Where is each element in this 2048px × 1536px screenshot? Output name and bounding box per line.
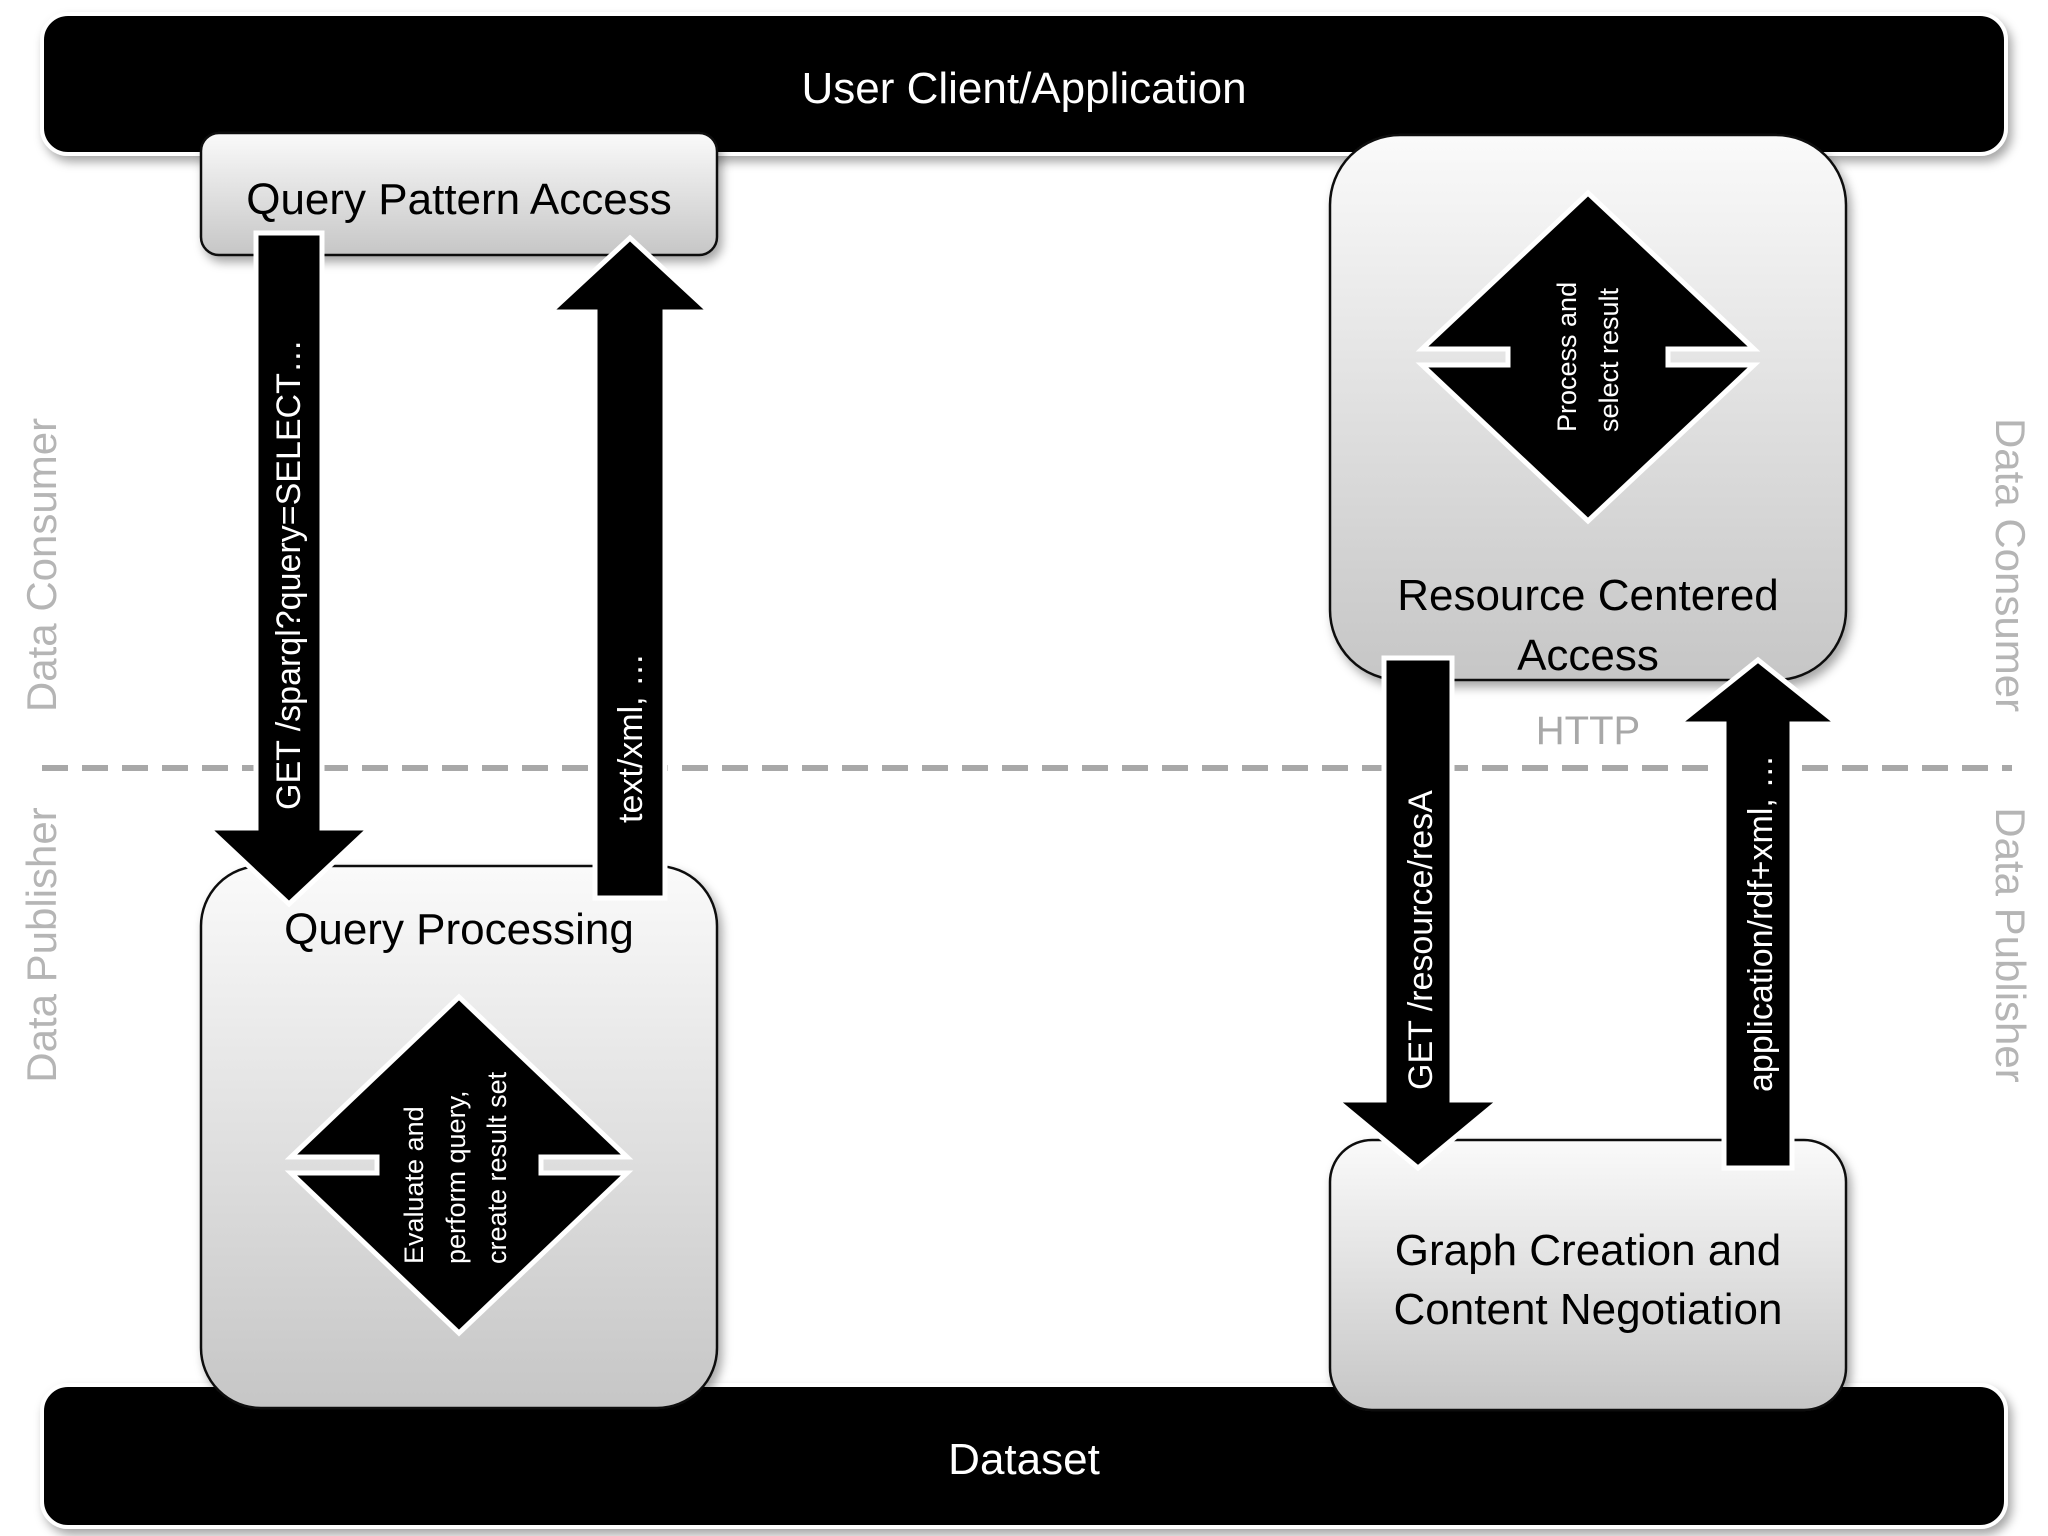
http-label: HTTP — [1536, 709, 1640, 753]
dataset-bar: Dataset — [40, 1383, 2008, 1529]
right-publisher-label: Data Publisher — [1987, 807, 2034, 1082]
sparql-request-arrow: GET /sparql?query=SELECT… — [201, 230, 377, 908]
evaluate-query-line-3: create result set — [482, 1071, 512, 1264]
xml-response-arrow: text/xml, … — [543, 234, 717, 901]
resource-request-arrow: GET /resource/resA — [1329, 655, 1507, 1172]
query-pattern-access-box: Query Pattern Access — [199, 131, 719, 257]
evaluate-query-line-2: perform query, — [441, 1090, 471, 1264]
evaluate-query-diamond: Evaluate and perform query, create resul… — [284, 993, 634, 1337]
query-processing-label: Query Processing — [284, 905, 634, 954]
evaluate-query-line-1: Evaluate and — [399, 1106, 429, 1264]
process-select-line-1: Process and — [1552, 282, 1582, 432]
user-client-bar: User Client/Application — [40, 12, 2008, 156]
right-consumer-label: Data Consumer — [1987, 418, 2034, 712]
sparql-request-label: GET /sparql?query=SELECT… — [270, 339, 308, 810]
process-select-diamond: Process and select result — [1415, 189, 1761, 525]
user-client-label: User Client/Application — [801, 64, 1246, 113]
xml-response-label: text/xml, … — [612, 653, 650, 823]
resource-request-label: GET /resource/resA — [1402, 790, 1440, 1090]
left-consumer-label: Data Consumer — [18, 418, 65, 712]
rdf-response-label: application/rdf+xml, … — [1742, 755, 1780, 1092]
resource-access-line-1: Resource Centered — [1397, 571, 1779, 620]
rdf-response-arrow: application/rdf+xml, … — [1670, 656, 1846, 1171]
left-publisher-label: Data Publisher — [18, 807, 65, 1082]
process-select-line-2: select result — [1594, 287, 1624, 432]
graph-creation-line-1: Graph Creation and — [1395, 1226, 1781, 1275]
graph-creation-box: Graph Creation and Content Negotiation — [1328, 1138, 1848, 1412]
query-pattern-access-label: Query Pattern Access — [246, 175, 672, 224]
graph-creation-line-2: Content Negotiation — [1394, 1285, 1783, 1334]
resource-access-line-2: Access — [1517, 631, 1659, 680]
dataset-label: Dataset — [948, 1435, 1100, 1484]
